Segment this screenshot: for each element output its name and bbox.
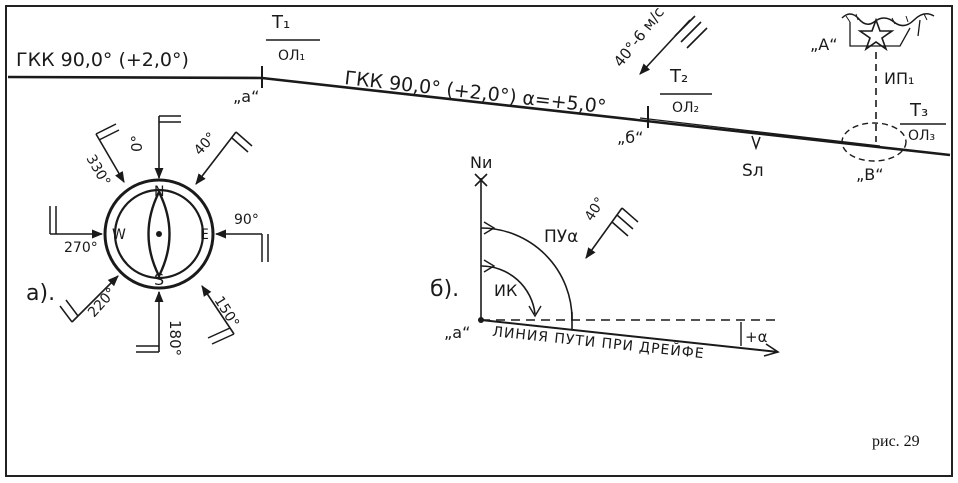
point-v-label: „В“ [856,165,884,184]
wind-270-barb [49,206,57,234]
wind-330-barb [95,123,120,141]
wind-40-label: 40° [191,130,220,159]
heading-arc-end-tip [528,305,542,318]
north-axis-tip [474,173,488,187]
wind-180-label: 180° [166,320,184,356]
drift-panel: Nи „а“ ЛИНИЯ ПУТИ ПРИ ДРЕЙФЕ ПУα ИК 40° … [430,153,780,362]
wind-40-barb [231,131,253,153]
compass-panel: N E S W 0° 40° 90° 150° 180° 220° 270° [26,115,269,356]
point-a-label: „а“ [233,87,259,106]
drift-track-tip [763,343,780,357]
fix-circle [841,122,907,162]
wind-150-label: 150° [211,294,242,331]
heading-label: ИК [494,281,518,300]
north-label: Nи [470,153,492,172]
origin-dot [478,317,484,323]
compass-panel-label: а). [26,281,55,306]
drift-wind-arrow [585,207,623,259]
heading-arc [480,265,536,315]
drift-track-line [480,319,779,353]
course-label: ПУα [544,227,578,247]
course-right-label: ГКК 90,0° (+2,0°) α=+5,0° [343,67,607,118]
wind-270-label: 270° [64,240,98,256]
landmark-shore [841,13,935,47]
drift-panel-label: б). [430,277,459,302]
drift-wind-label: 40° [582,195,609,225]
wind-150-barb [207,327,235,345]
point-b-label: „б“ [617,128,643,147]
point-A-label: „А“ [810,35,838,54]
orientir-1-label: ОЛ₁ [278,48,305,64]
compass-needle [147,189,171,279]
wind-90-barb [261,234,269,262]
cardinal-e: E [200,227,209,243]
figure-caption: рис. 29 [872,433,920,450]
track-line-drift [639,117,881,147]
figure-frame [5,5,953,477]
wind-0-barb [159,115,181,123]
landmark-star-icon [857,17,895,52]
distance-label: Sл [742,161,764,181]
time-3-label: T₃ [909,100,928,121]
wind-180-barb [136,345,159,353]
heading-arc-tip [483,259,496,273]
wind-150-arrow [201,285,235,335]
orientir-3-label: ОЛ₃ [908,128,935,144]
course-arc [480,227,573,321]
wind-top-label: 40°-6 м/с [610,3,668,70]
track-line-left [7,75,263,80]
bearing-label: ИП₁ [884,69,914,88]
course-arc-tip [483,221,496,235]
wind-40-arrow [195,131,237,185]
wind-top-barb [674,15,708,49]
drift-wind-barb [611,207,639,237]
origin-label: „а“ [444,323,470,342]
course-left-label: ГКК 90,0° (+2,0°) [16,49,189,71]
wind-220-label: 220° [85,285,119,321]
cardinal-w: W [112,227,126,243]
wind-330-label: 330° [83,152,114,189]
compass-center-dot [156,231,162,237]
wind-220-barb [59,299,79,323]
cardinal-n: N [154,184,164,200]
drift-angle-label: +α [745,328,768,346]
time-1-label: T₁ [271,12,290,33]
wind-90-label: 90° [234,212,259,228]
distance-tick [751,135,761,151]
wind-0-label: 0° [128,135,146,152]
track-line-label: ЛИНИЯ ПУТИ ПРИ ДРЕЙФЕ [492,322,706,362]
time-2-label: T₂ [669,66,688,87]
compass-outer-ring [103,178,215,290]
track-line-main [261,76,951,157]
wind-330-arrow [95,133,125,183]
wind-220-arrow [71,275,119,323]
cardinal-s: S [154,270,164,289]
orientir-2-label: ОЛ₂ [672,100,699,116]
